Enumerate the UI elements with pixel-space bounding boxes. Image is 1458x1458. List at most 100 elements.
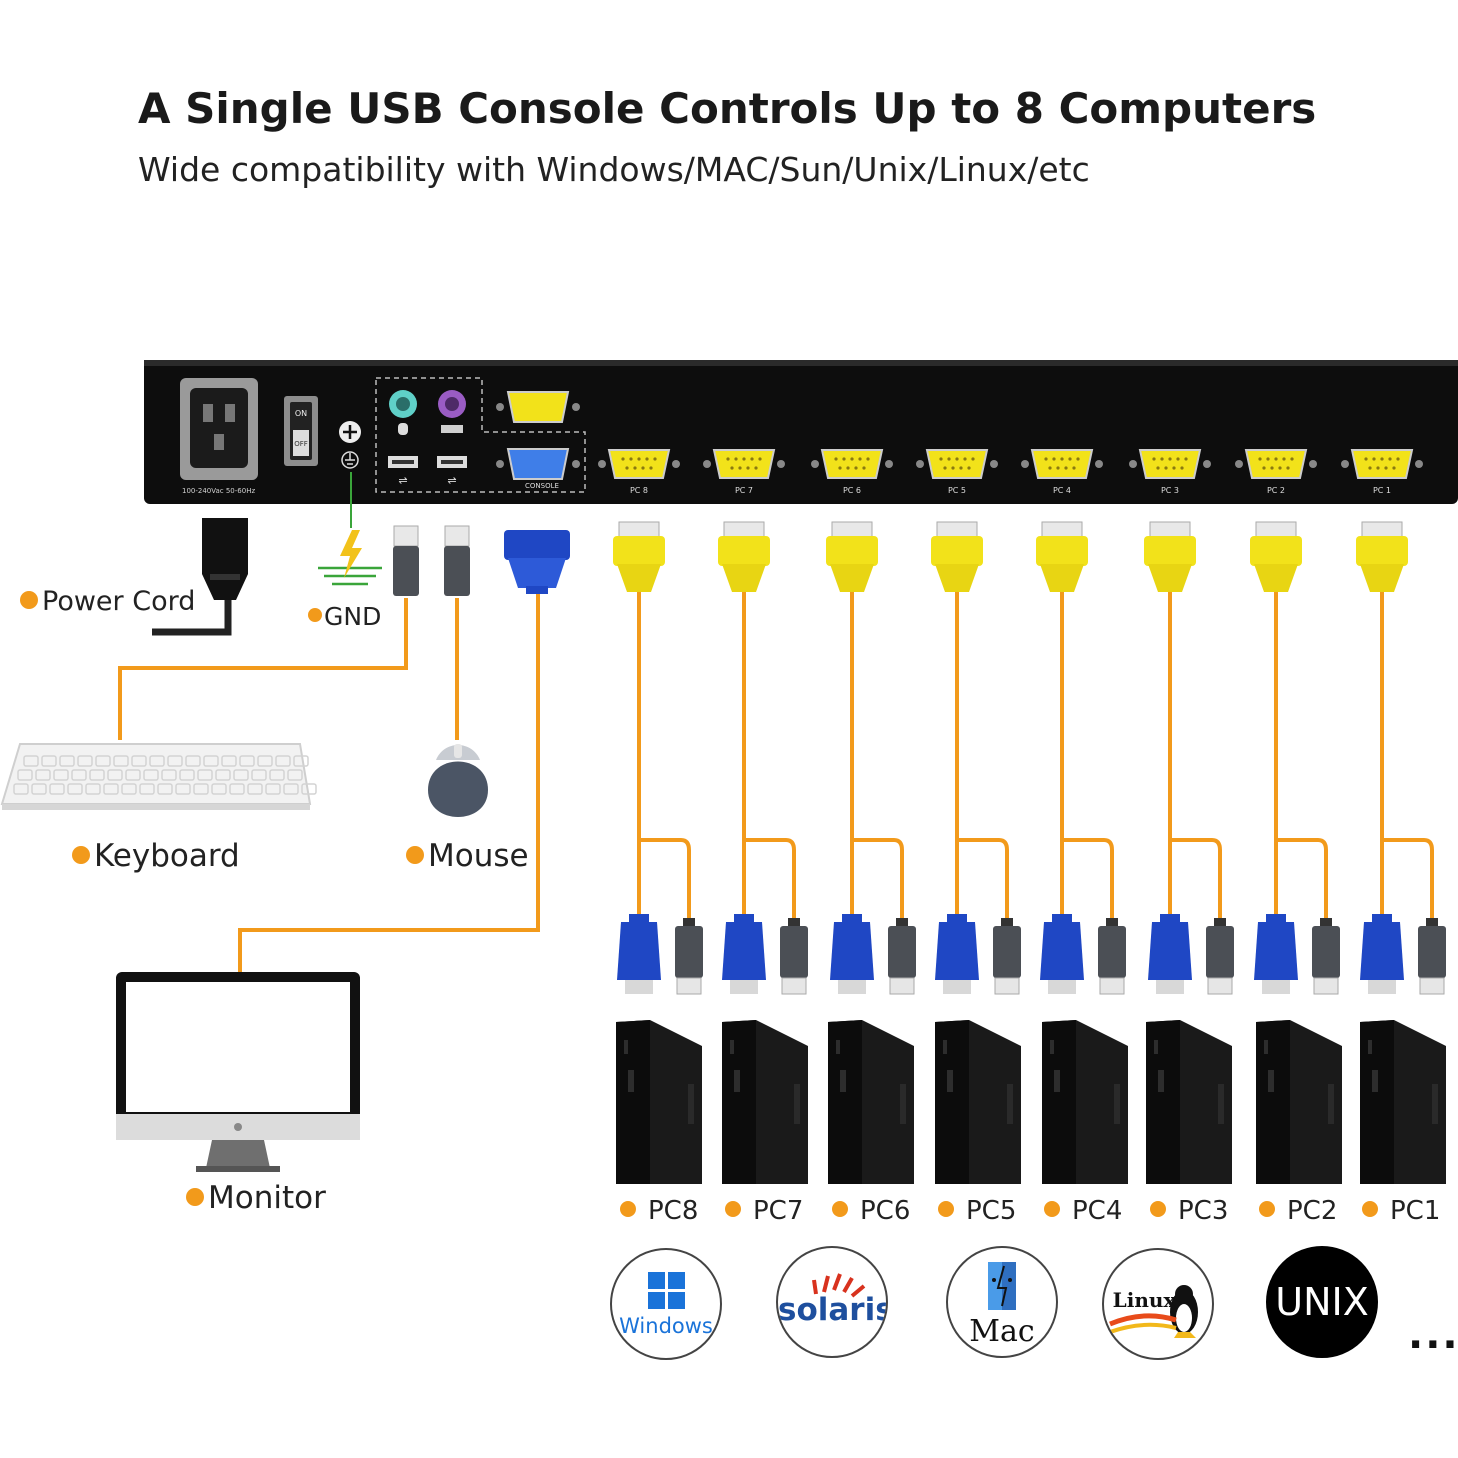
usb-plug-icon <box>1098 918 1126 995</box>
switch-off-label: OFF <box>294 440 308 448</box>
usb-console-port-icon: ⇌ <box>437 456 467 487</box>
sun-rays-icon <box>812 1273 866 1298</box>
usb-plug-icon <box>1418 918 1446 995</box>
mouse-label: Mouse <box>406 838 529 874</box>
power-inlet-icon <box>180 378 258 480</box>
vga-plug-blue-icon <box>722 914 766 994</box>
windows-icon <box>648 1272 685 1309</box>
page-title: A Single USB Console Controls Up to 8 Co… <box>138 84 1317 133</box>
desktop-tower-icon <box>1256 1020 1342 1184</box>
pc-label: PC3 <box>1150 1196 1228 1226</box>
bullet-dot-icon <box>186 1187 204 1206</box>
mouse-icon <box>428 744 488 817</box>
vga-plug-yellow-icon <box>931 521 983 592</box>
linux-logo: Linux <box>1102 1248 1214 1360</box>
ps2-keyboard-port-icon <box>389 390 417 435</box>
bullet-dot-icon <box>308 608 322 622</box>
pc-chain <box>613 521 703 1184</box>
monitor-icon <box>116 972 360 1172</box>
desktop-tower-icon <box>616 1020 702 1184</box>
mac-text: Mac <box>969 1314 1035 1349</box>
vga-plug-blue-icon <box>830 914 874 994</box>
usb-console-port-icon: ⇌ <box>388 456 418 487</box>
power-cord-icon <box>152 518 248 636</box>
bullet-dot-icon <box>1150 1200 1166 1217</box>
page-subtitle: Wide compatibility with Windows/MAC/Sun/… <box>138 150 1090 189</box>
vga-plug-yellow-icon <box>826 521 878 592</box>
desktop-tower-icon <box>1146 1020 1232 1184</box>
usb-plug-icon <box>888 918 916 995</box>
vga-plug-yellow-icon <box>1036 521 1088 592</box>
kvm-rear-panel: 100-240Vac 50-60Hz ON OFF <box>144 360 1458 504</box>
vga-plug-blue-icon <box>1040 914 1084 994</box>
usb-plug-icon <box>780 918 808 995</box>
bullet-dot-icon <box>1259 1200 1275 1217</box>
pc-chain <box>1144 521 1234 1184</box>
ps2-mouse-port-icon <box>438 390 466 433</box>
pc-chain <box>1250 521 1342 1184</box>
keyboard-label: Keyboard <box>72 838 240 874</box>
vga-port-icon <box>598 449 680 479</box>
gnd-label: GND <box>308 602 381 631</box>
unix-logo: UNIX <box>1266 1246 1378 1358</box>
vga-plug-blue-icon <box>935 914 979 994</box>
desktop-tower-icon <box>1042 1020 1128 1184</box>
power-rating-text: 100-240Vac 50-60Hz <box>182 487 255 495</box>
console-vga-port-icon <box>496 448 580 480</box>
bullet-dot-icon <box>620 1200 636 1217</box>
pc-chain <box>1036 521 1128 1184</box>
pc-label: PC8 <box>620 1196 698 1226</box>
vga-plug-blue-icon <box>1148 914 1192 994</box>
windows-text: Windows <box>619 1314 713 1338</box>
solaris-text: solaris <box>778 1292 888 1328</box>
mac-logo: Mac <box>946 1246 1058 1358</box>
vga-port-icon <box>703 449 785 479</box>
power-cord-label: Power Cord <box>20 586 195 617</box>
desktop-tower-icon <box>722 1020 808 1184</box>
vga-plug-console-icon <box>504 530 570 594</box>
usb-plug-icon <box>993 918 1021 995</box>
vga-plug-blue-icon <box>1360 914 1404 994</box>
vga-plug-yellow-icon <box>1250 521 1302 592</box>
pc-label: PC6 <box>832 1196 910 1226</box>
pc-chain <box>931 521 1021 1184</box>
vga-plug-yellow-icon <box>1356 521 1408 592</box>
pc-label: PC1 <box>1362 1196 1440 1226</box>
bullet-dot-icon <box>406 845 424 864</box>
pc-chain <box>718 521 808 1184</box>
ground-screw-icon <box>339 421 361 469</box>
port-label: PC 2 <box>1267 486 1285 495</box>
pc-chain <box>1356 521 1446 1184</box>
usb-plug-mouse-icon <box>444 525 470 596</box>
port-label: PC 1 <box>1373 486 1391 495</box>
bullet-dot-icon <box>725 1200 741 1217</box>
port-label: PC 4 <box>1053 486 1071 495</box>
vga-port-icon <box>1235 449 1317 479</box>
gnd-icon <box>318 472 382 586</box>
port-label: PC 7 <box>735 486 753 495</box>
vga-port-icon <box>1129 449 1211 479</box>
linux-text: Linux <box>1112 1288 1176 1312</box>
unix-text: UNIX <box>1275 1280 1369 1324</box>
bullet-dot-icon <box>832 1200 848 1217</box>
vga-plug-yellow-icon <box>613 521 665 592</box>
port-label: PC 5 <box>948 486 966 495</box>
bullet-dot-icon <box>1362 1200 1378 1217</box>
desktop-tower-icon <box>1360 1020 1446 1184</box>
usb-plug-icon <box>675 918 703 995</box>
vga-port-icon <box>1341 449 1423 479</box>
keyboard-icon <box>0 743 317 810</box>
power-switch[interactable]: ON OFF <box>284 396 318 466</box>
port-label: PC 3 <box>1161 486 1179 495</box>
usb-plug-icon <box>1206 918 1234 995</box>
switch-on-label: ON <box>295 409 307 418</box>
tux-penguin-icon <box>1109 1285 1198 1338</box>
pc-label: PC2 <box>1259 1196 1337 1226</box>
svg-text:⇌: ⇌ <box>447 474 456 487</box>
bullet-dot-icon <box>20 590 38 609</box>
console-label: CONSOLE <box>525 482 559 490</box>
port-label: PC 6 <box>843 486 861 495</box>
pc-label: PC4 <box>1044 1196 1122 1226</box>
vga-plug-yellow-icon <box>718 521 770 592</box>
